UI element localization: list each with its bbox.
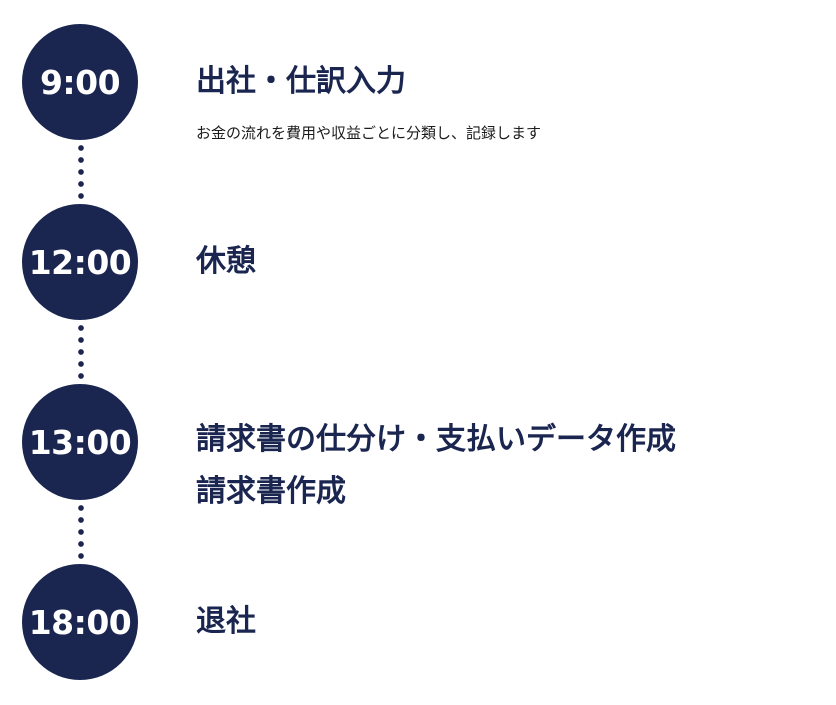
schedule-description: お金の流れを費用や収益ごとに分類し、記録します (196, 124, 542, 142)
timeline-connector (78, 322, 84, 384)
time-badge: 9:00 (22, 24, 138, 140)
timeline-connector (78, 142, 84, 204)
schedule-title: 請求書の仕分け・支払いデータ作成 (196, 422, 676, 457)
schedule-title: 退社 (196, 604, 256, 639)
time-label: 9:00 (39, 62, 121, 102)
time-badge: 18:00 (22, 564, 138, 680)
time-badge: 13:00 (22, 384, 138, 500)
time-badge: 12:00 (22, 204, 138, 320)
schedule-title: 出社・仕訳入力 (196, 64, 406, 99)
time-label: 13:00 (28, 422, 132, 462)
schedule-title-line-2: 請求書作成 (196, 474, 346, 509)
time-label: 12:00 (28, 242, 132, 282)
schedule-title: 休憩 (196, 244, 256, 279)
time-label: 18:00 (28, 602, 132, 642)
timeline-connector (78, 502, 84, 564)
